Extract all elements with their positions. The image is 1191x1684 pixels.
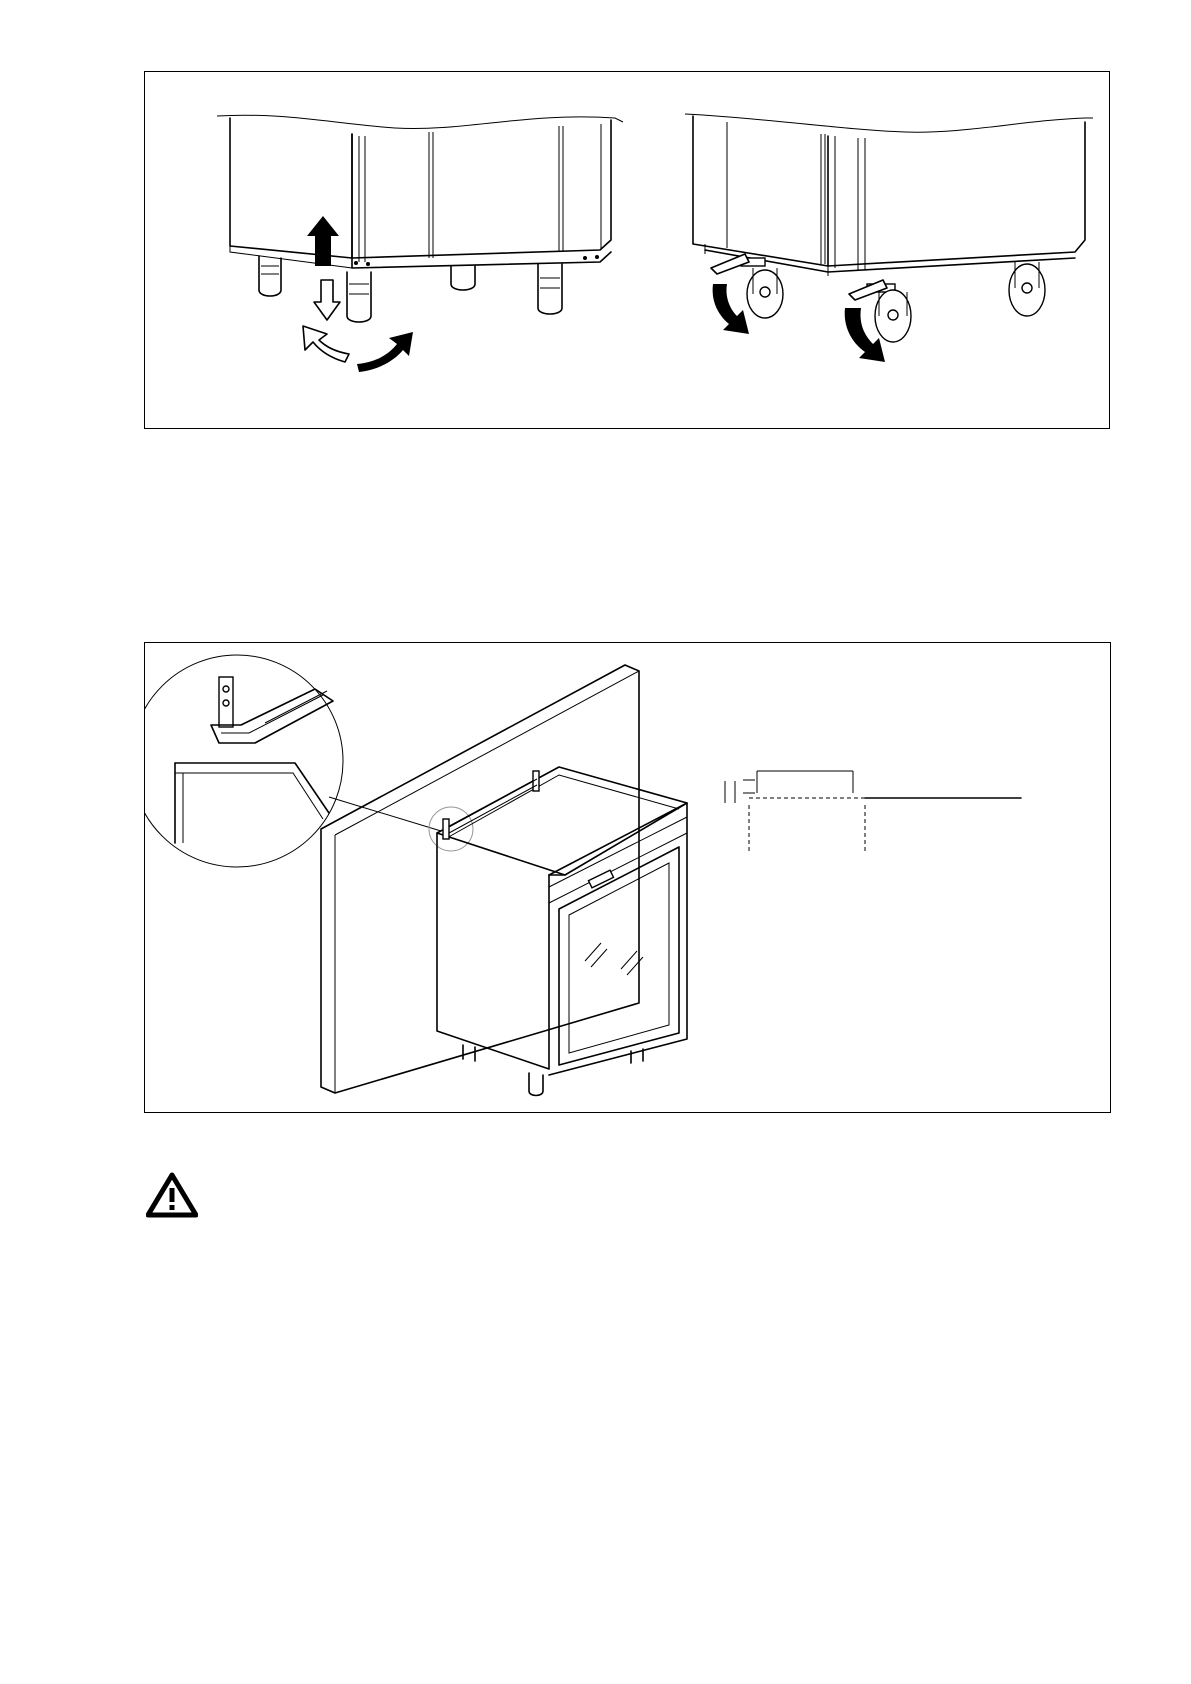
detail-magnifier — [145, 655, 343, 867]
clearance-diagram — [725, 771, 1021, 853]
warning-triangle-icon — [146, 1172, 198, 1218]
castors-illustration — [685, 114, 1093, 362]
adjustable-feet-illustration — [217, 115, 623, 372]
figure-feet-and-castors — [144, 71, 1110, 429]
cabinet-illustration — [437, 767, 687, 1096]
figure-wall-bracket-installation — [144, 642, 1111, 1113]
